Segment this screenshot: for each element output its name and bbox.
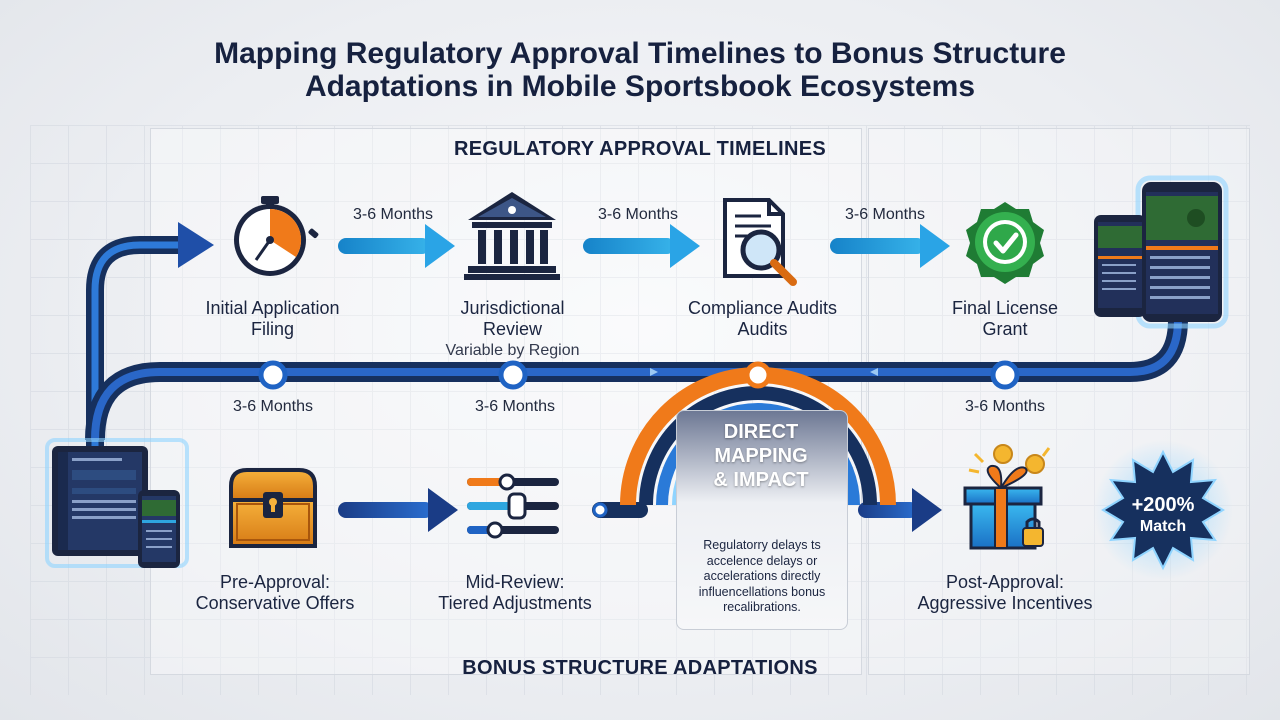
stopwatch-icon [234, 196, 319, 276]
bonus-post-approval: Post-Approval: Aggressive Incentives [917, 572, 1093, 613]
checkmark-seal-icon [966, 202, 1044, 284]
top-arrows [338, 224, 950, 268]
duration-top-3: 3-6 Months [844, 206, 926, 223]
stage-final-license: Final License Grant [951, 298, 1059, 339]
page-title-line-1: Mapping Regulatory Approval Timelines to… [214, 37, 1066, 70]
sliders-icon [467, 473, 559, 539]
section-title-bonus: BONUS STRUCTURE ADAPTATIONS [462, 657, 818, 679]
duration-track-1: 3-6 Months [232, 398, 314, 415]
gift-box-icon [963, 444, 1051, 550]
phones-graphic-top-right [1094, 175, 1229, 329]
match-badge-text: +200% Match [1131, 494, 1195, 535]
courthouse-icon [464, 192, 560, 280]
treasure-chest-icon [229, 468, 317, 548]
duration-top-2: 3-6 Months [597, 206, 679, 223]
bonus-mid-review: Mid-Review: Tiered Adjustments [438, 572, 592, 613]
document-magnifier-icon [723, 198, 797, 286]
page-title-line-2: Adaptations in Mobile Sportsbook Ecosyst… [304, 70, 976, 103]
bottom-arrows [338, 488, 942, 532]
duration-track-2: 3-6 Months [474, 398, 556, 415]
mapping-impact-card [676, 410, 848, 630]
duration-top-1: 3-6 Months [352, 206, 434, 223]
starburst-badge [1093, 440, 1233, 580]
section-title-timelines: REGULATORY APPROVAL TIMELINES [453, 138, 827, 160]
mapping-impact-title: DIRECT MAPPING & IMPACT [713, 421, 809, 491]
tablet-phone-graphic-bottom-left [45, 438, 189, 568]
left-curve-arrow [86, 222, 214, 459]
stage-compliance-audits: Compliance Audits Audits [687, 298, 838, 339]
stage-initial-application: Initial Application Filing [205, 298, 340, 339]
mapping-impact-text: Regulatorry delays ts accelence delays o… [698, 538, 826, 614]
bonus-pre-approval: Pre-Approval: Conservative Offers [195, 572, 355, 613]
duration-track-3: 3-6 Months [964, 398, 1046, 415]
grid-background [30, 125, 1250, 695]
stage-jurisdictional-review: Jurisdictional Review Variable by Region [445, 298, 580, 359]
middle-track [85, 300, 1188, 441]
